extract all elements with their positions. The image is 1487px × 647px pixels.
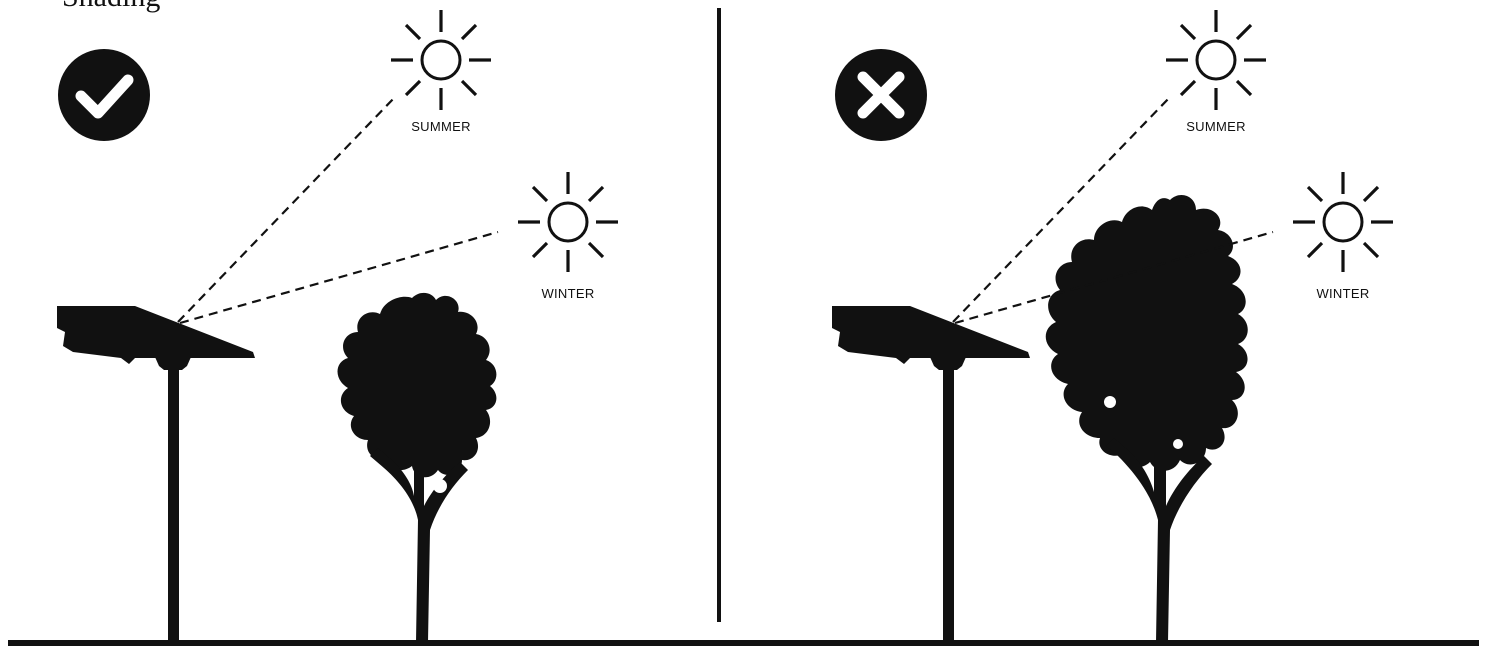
panel-left: SUMMER WINTER [57, 10, 618, 643]
sun-icon [1166, 10, 1266, 110]
ground-line [8, 640, 1479, 646]
sun-icon [518, 172, 618, 272]
tree-small [338, 293, 497, 642]
tree-large [1046, 195, 1248, 642]
summer-label: SUMMER [411, 119, 471, 134]
winter-label: WINTER [541, 286, 594, 301]
x-icon [835, 49, 927, 141]
solar-street-lamp [57, 306, 255, 643]
summer-label: SUMMER [1186, 119, 1246, 134]
winter-label: WINTER [1316, 286, 1369, 301]
check-icon [58, 49, 150, 141]
solar-street-lamp [832, 306, 1030, 643]
title-fragment: Shading [62, 0, 160, 13]
sun-icon [391, 10, 491, 110]
sun-icon [1293, 172, 1393, 272]
summer-sun-beam [178, 97, 395, 322]
panel-right: SUMMER WINTER [832, 10, 1393, 643]
